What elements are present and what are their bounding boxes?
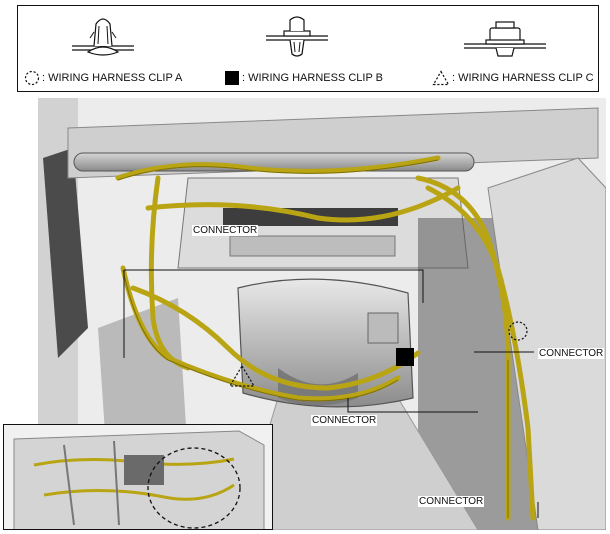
clip-c-illustration — [464, 21, 546, 57]
clip-a-illustration — [72, 18, 134, 56]
dashed-circle-icon — [24, 70, 40, 86]
clip-a-marker — [508, 321, 528, 341]
dashed-triangle-icon — [432, 70, 450, 86]
overview-illustration — [4, 425, 272, 529]
legend-clip-c: : WIRING HARNESS CLIP C — [432, 70, 594, 86]
legend-clip-a: : WIRING HARNESS CLIP A — [24, 70, 182, 86]
legend-clip-c-label: : WIRING HARNESS CLIP C — [452, 72, 594, 84]
black-square-icon — [225, 71, 239, 85]
legend-clip-b-label: : WIRING HARNESS CLIP B — [242, 72, 383, 84]
clip-b-marker — [396, 348, 414, 366]
zoom-area-outline — [147, 447, 241, 529]
legend-clip-b: : WIRING HARNESS CLIP B — [224, 70, 383, 86]
connector-callout-top: CONNECTOR — [192, 225, 259, 236]
legend-clip-a-label: : WIRING HARNESS CLIP A — [42, 72, 183, 84]
overview-inset — [3, 424, 273, 530]
clip-b-illustration — [266, 16, 328, 57]
connector-callout-center: CONNECTOR — [311, 415, 378, 426]
connector-callout-right: CONNECTOR — [538, 348, 605, 359]
connector-callout-bottom: CONNECTOR — [418, 496, 485, 507]
clip-legend: : WIRING HARNESS CLIP A : WIRING HARNESS… — [17, 5, 599, 92]
